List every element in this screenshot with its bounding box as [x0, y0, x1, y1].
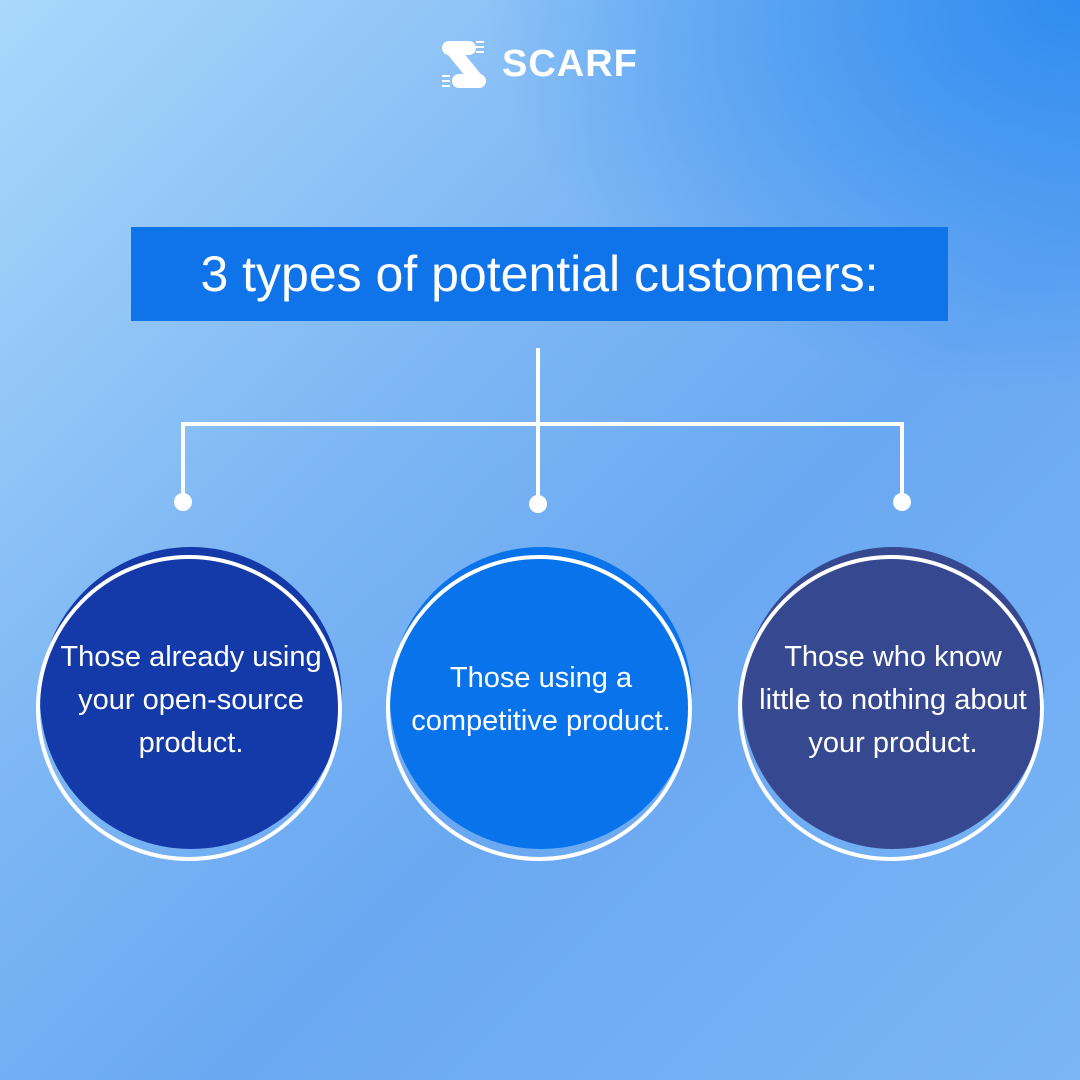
customer-type-circle-1: Those already using your open-source pro… — [36, 547, 342, 861]
customer-type-label: Those already using your open-source pro… — [60, 640, 322, 759]
circle-ring — [738, 555, 1044, 861]
title-banner: 3 types of potential customers: — [131, 227, 948, 321]
customer-type-label: Those using a competitive product. — [411, 662, 671, 737]
circle-ring — [386, 555, 692, 861]
customer-type-circle-2: Those using a competitive product. — [386, 547, 692, 861]
customer-type-label: Those who know little to nothing about y… — [759, 640, 1027, 759]
left-dot — [174, 493, 192, 511]
circle-ring — [36, 555, 342, 861]
background-gradient — [480, 0, 1080, 400]
brand-name: SCARF — [502, 42, 638, 85]
right-dot — [893, 493, 911, 511]
scarf-s-logo-icon — [442, 41, 486, 88]
customer-type-circle-3: Those who know little to nothing about y… — [738, 547, 1044, 861]
page-title: 3 types of potential customers: — [200, 246, 879, 302]
brand-logo: SCARF — [440, 38, 638, 90]
center-dot — [529, 495, 547, 513]
